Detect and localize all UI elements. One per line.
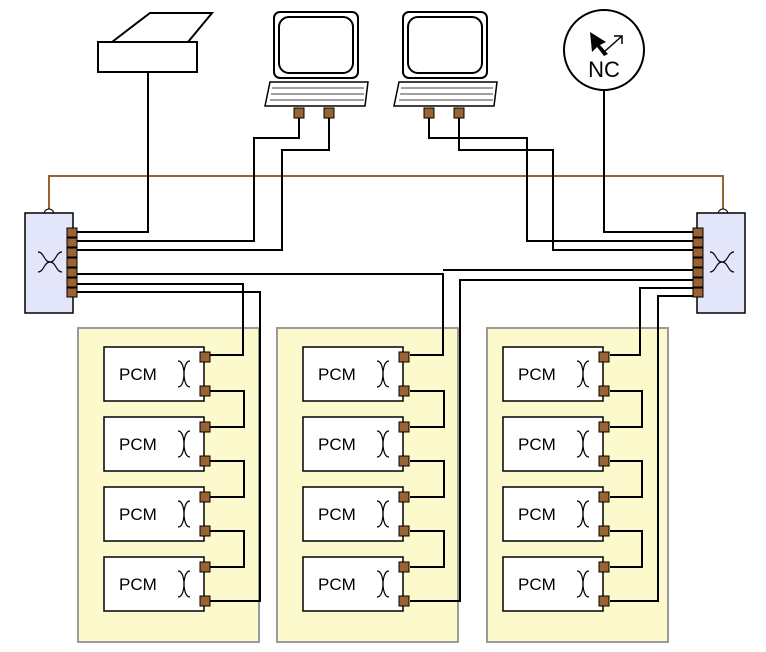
switch-ring-link (43, 175, 729, 220)
port (398, 351, 410, 363)
port (199, 385, 211, 397)
port (398, 421, 410, 433)
pcm-module: PCM (502, 416, 610, 472)
port (598, 421, 610, 433)
pcm-label: PCM (518, 435, 556, 454)
switch-icon (376, 430, 390, 458)
pcm-label: PCM (518, 365, 556, 384)
switch-ports-right (692, 227, 704, 298)
switch-icon (576, 500, 590, 528)
port (199, 351, 211, 363)
network-wires (77, 72, 693, 602)
switch-left (24, 212, 78, 314)
port (398, 525, 410, 537)
port (453, 107, 465, 119)
port (598, 385, 610, 397)
pcm-module: PCM (103, 556, 211, 612)
switch-icon (709, 251, 735, 273)
pcm-module: PCM (502, 556, 610, 612)
port (398, 561, 410, 573)
pcm-module: PCM (502, 346, 610, 402)
pcm-module: PCM (103, 346, 211, 402)
workstation-2 (393, 11, 498, 119)
switch-right (692, 212, 746, 314)
port (598, 595, 610, 607)
switch-icon (576, 570, 590, 598)
pcm-label: PCM (318, 575, 356, 594)
switch-icon (376, 570, 390, 598)
switch-icon (177, 500, 191, 528)
port (199, 455, 211, 467)
port (199, 561, 211, 573)
port (199, 491, 211, 503)
port (293, 107, 305, 119)
pcm-module: PCM (103, 486, 211, 542)
pcm-label: PCM (518, 575, 556, 594)
pcm-module: PCM (302, 486, 410, 542)
pcm-label: PCM (119, 435, 157, 454)
port (199, 595, 211, 607)
port (598, 455, 610, 467)
pcm-label: PCM (119, 365, 157, 384)
pcm-label: PCM (318, 365, 356, 384)
port (598, 351, 610, 363)
pcm-label: PCM (119, 575, 157, 594)
pcm-module: PCM (302, 416, 410, 472)
switch-icon (37, 251, 63, 273)
pcm-label: PCM (518, 505, 556, 524)
port (398, 595, 410, 607)
switch-icon (177, 570, 191, 598)
port (598, 525, 610, 537)
pcm-label: PCM (318, 435, 356, 454)
pcm-module: PCM (502, 486, 610, 542)
port (598, 491, 610, 503)
pcm-module: PCM (103, 416, 211, 472)
network-controller-icon: NC (563, 9, 645, 91)
pcm-module: PCM (302, 346, 410, 402)
printer-icon (97, 12, 215, 73)
switch-icon (576, 360, 590, 388)
switch-icon (376, 360, 390, 388)
nc-label: NC (588, 57, 620, 82)
port (398, 455, 410, 467)
pcm-label: PCM (119, 505, 157, 524)
port (398, 385, 410, 397)
port (199, 525, 211, 537)
switch-icon (177, 430, 191, 458)
port (598, 561, 610, 573)
switch-icon (376, 500, 390, 528)
switch-icon (576, 430, 590, 458)
switch-ports-left (66, 227, 78, 298)
pcm-modules: PCM PCM PCM PCM PCM PCM PCM PCM PCM PCM PCM PCM (103, 346, 610, 612)
port (199, 421, 211, 433)
switch-icon (177, 360, 191, 388)
port (398, 491, 410, 503)
pcm-label: PCM (318, 505, 356, 524)
workstation-1 (264, 11, 369, 119)
port (323, 107, 335, 119)
pcm-module: PCM (302, 556, 410, 612)
port (423, 107, 435, 119)
